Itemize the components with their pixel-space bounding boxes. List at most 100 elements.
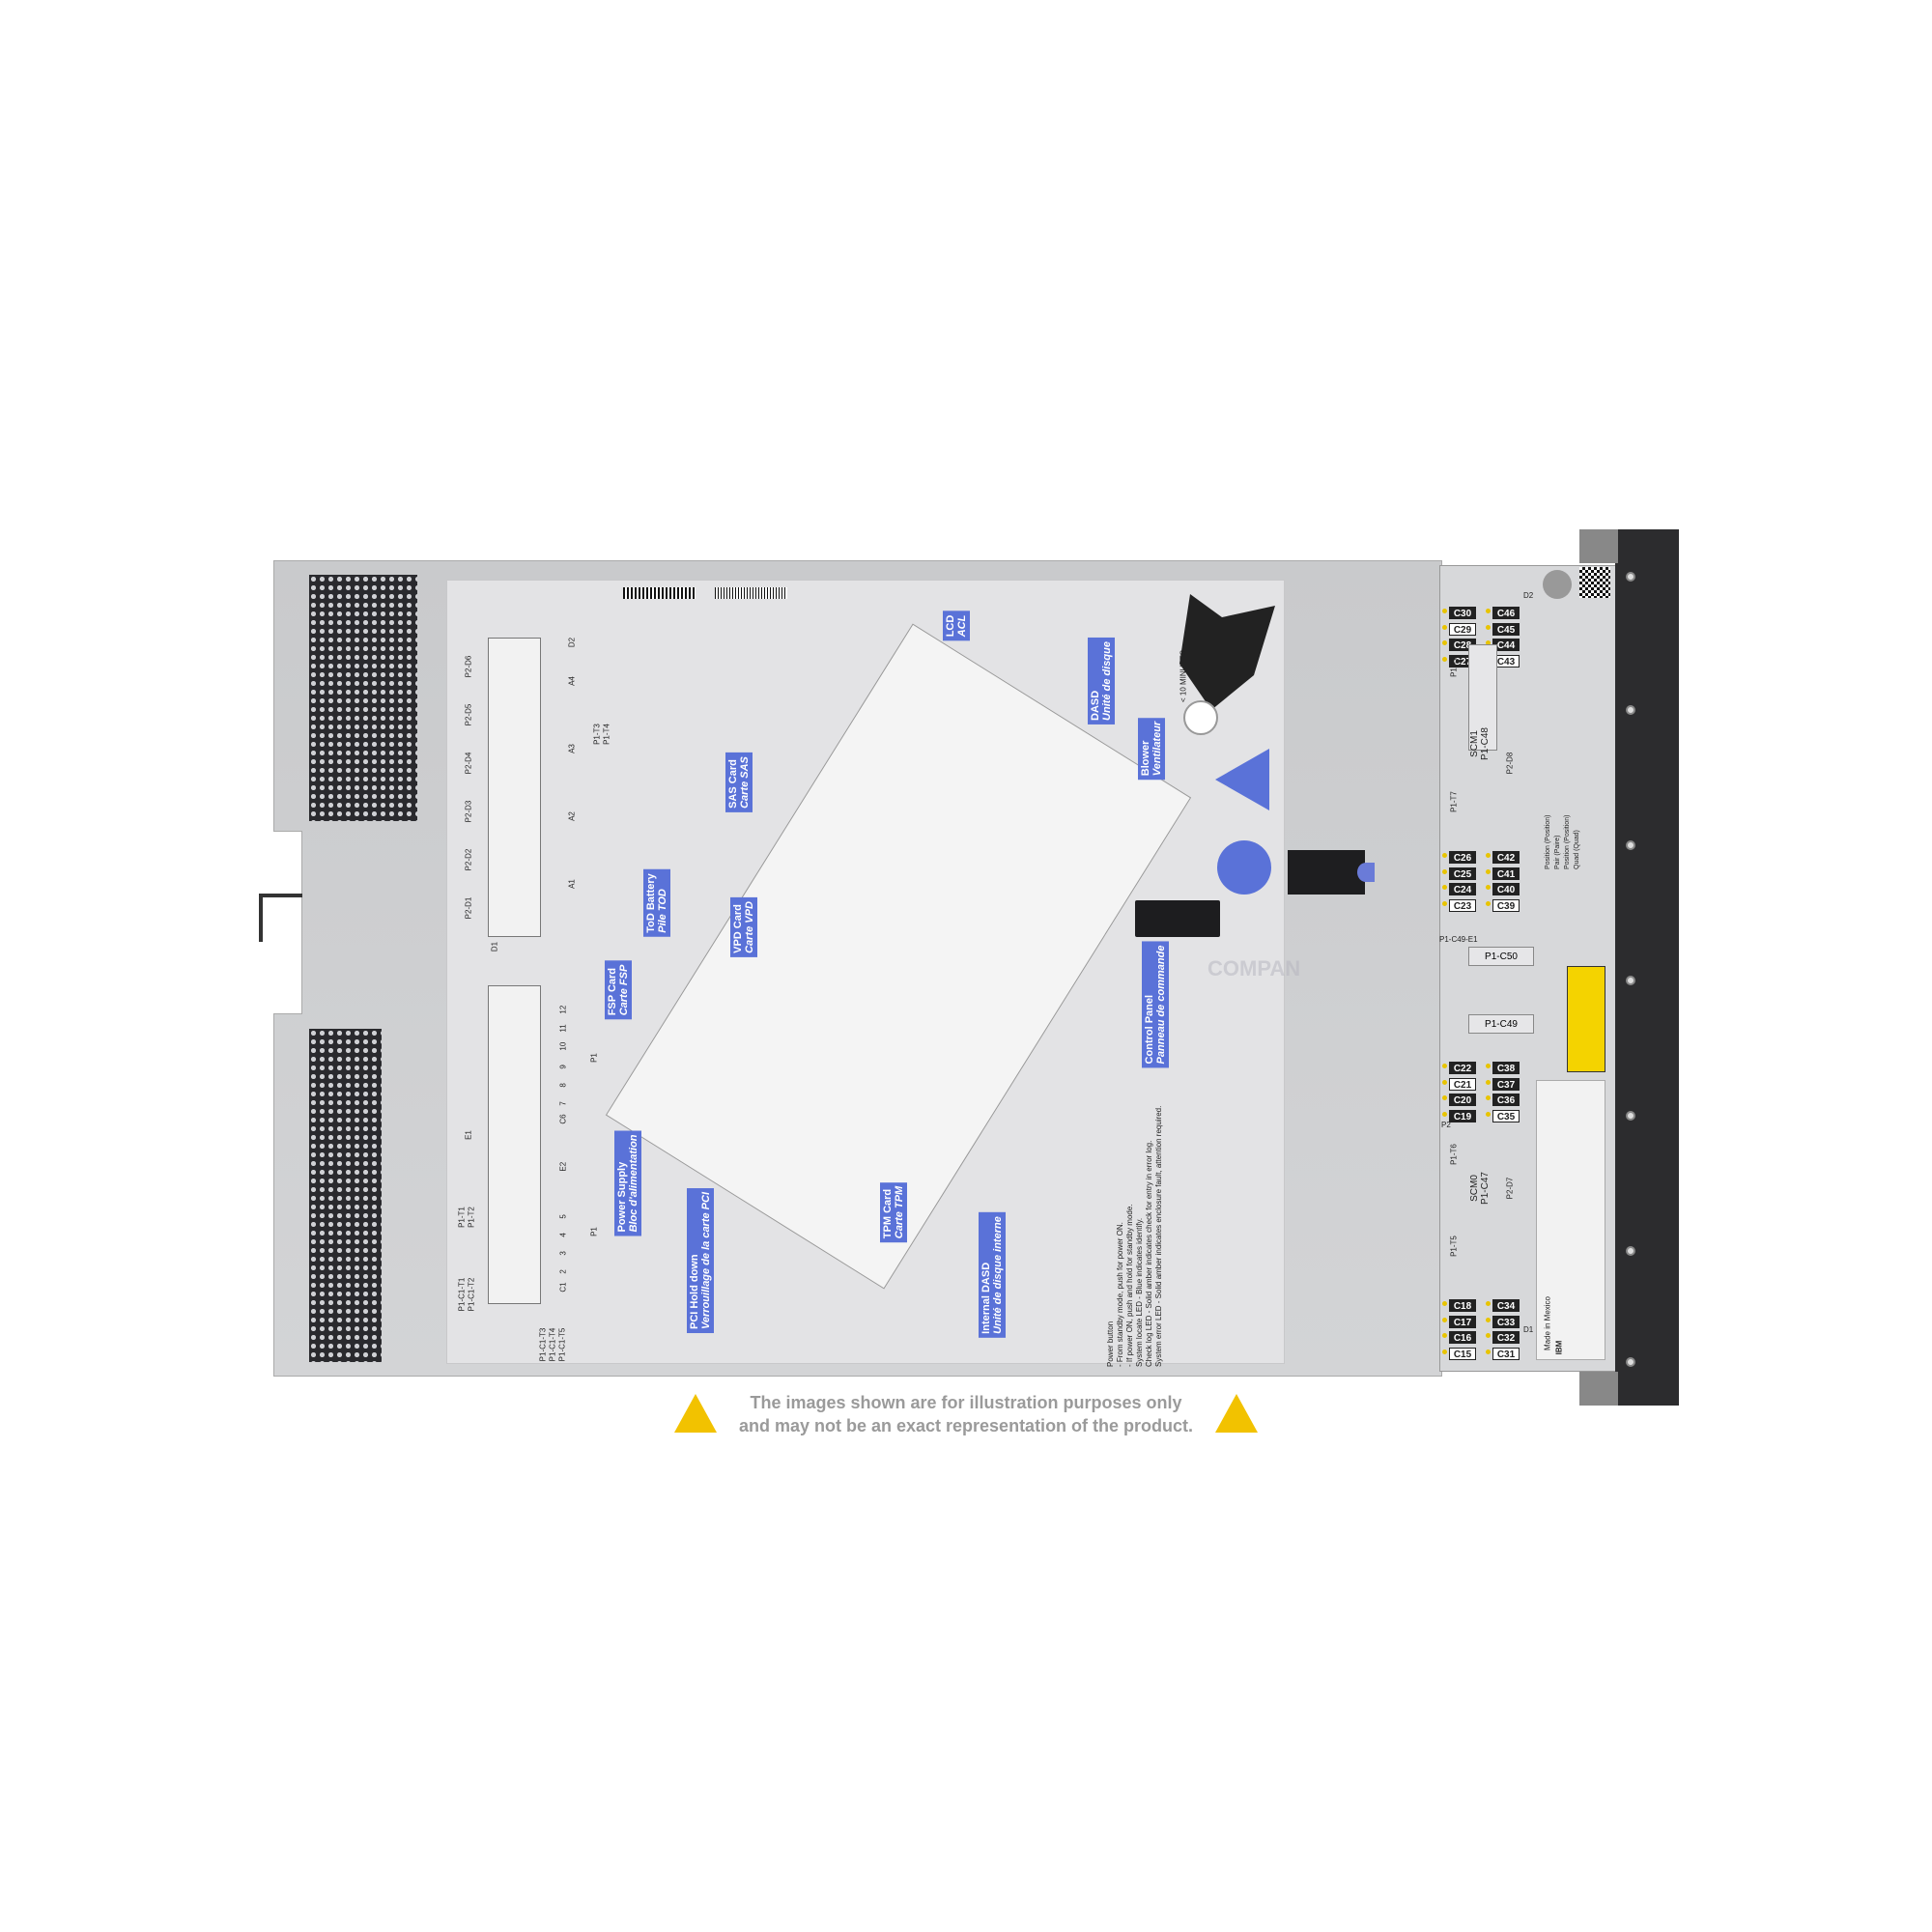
timer-text: < 10 MINUTES — [1179, 649, 1188, 703]
rack-ear-bottom — [1579, 1372, 1618, 1406]
rear-latch[interactable] — [259, 894, 302, 942]
label: P1 — [589, 1227, 599, 1236]
drive-label: P2-D5 — [464, 703, 473, 726]
label: P1 — [589, 1053, 599, 1063]
dimm-slot-label: C36 — [1492, 1094, 1520, 1106]
label: D1 — [490, 941, 499, 952]
led-indicator — [1486, 640, 1491, 645]
label: D2 — [567, 637, 577, 648]
tpm-label: P1-T6 — [1449, 1144, 1459, 1165]
led-indicator — [1486, 1095, 1491, 1100]
fan-label: A3 — [567, 744, 577, 753]
led-indicator — [1442, 868, 1447, 874]
front-bezel — [1615, 529, 1679, 1406]
watermark: COMPAN — [1208, 956, 1301, 980]
label: P1-C49-E1 — [1439, 935, 1478, 944]
label: P1-C1-T2 — [467, 1277, 476, 1312]
dimm-slot-label: C45 — [1492, 622, 1520, 636]
led-indicator — [1442, 853, 1447, 858]
label: P1-C1-T1 — [457, 1277, 467, 1312]
slot-numbers: C1 2 3 4 5 E2 C6 7 8 9 10 11 12 — [558, 1005, 568, 1293]
dimm-slot-label: C33 — [1492, 1315, 1520, 1328]
brand-logo: IBM — [1554, 1340, 1564, 1355]
control-panel-instructions: Power button - From standby mode, push f… — [1106, 1105, 1163, 1367]
label: P1-T3 — [592, 724, 602, 745]
led-indicator — [1442, 1301, 1447, 1306]
control-panel-graphic — [1135, 900, 1220, 937]
drive-label: P2-D6 — [464, 655, 473, 678]
led-indicator — [1442, 609, 1447, 613]
drive-label: P2-D8 — [1505, 752, 1515, 775]
led-indicator — [1486, 1079, 1491, 1085]
led-indicator — [1486, 900, 1491, 906]
led-indicator — [1486, 609, 1491, 613]
scm-socket — [1468, 644, 1497, 751]
service-icon — [1543, 570, 1572, 599]
tpm-label: P1-T5 — [1449, 1236, 1459, 1257]
dimm-slot-label: C29 — [1449, 622, 1476, 636]
fan-label: A2 — [567, 811, 577, 821]
dimm-slot-label: C43 — [1492, 654, 1520, 668]
chassis-notch — [273, 831, 302, 1014]
screw-icon — [1626, 1111, 1635, 1121]
release-latch[interactable] — [1357, 863, 1375, 882]
dimm-slot-label: C19 — [1449, 1109, 1476, 1122]
label: E1 — [464, 1130, 473, 1140]
dimm-slot-label: C21 — [1449, 1077, 1476, 1091]
dimm-slot-label: C15 — [1449, 1347, 1476, 1360]
rack-ear-top — [1579, 529, 1618, 563]
drive-label: P2-D1 — [464, 896, 473, 920]
dimm-slot-label: C20 — [1449, 1094, 1476, 1106]
dimm-plug-table: Position (Position)Pair (Paire)Position … — [1545, 814, 1580, 869]
drive-label: P2-D2 — [464, 848, 473, 871]
screw-icon — [1626, 1357, 1635, 1367]
led-indicator — [1486, 1111, 1491, 1117]
screw-icon — [1626, 976, 1635, 985]
led-indicator — [1442, 640, 1447, 645]
dimm-slot-label: C37 — [1492, 1077, 1520, 1091]
dimm-slot-label: C42 — [1492, 851, 1520, 864]
label: D2 — [1523, 591, 1534, 600]
dimm-slot-label: C24 — [1449, 883, 1476, 895]
dimm-slot-label: C46 — [1492, 607, 1520, 619]
dimm-slot-label: C26 — [1449, 851, 1476, 864]
screw-icon — [1626, 572, 1635, 582]
pci-slot-diagram — [488, 985, 541, 1304]
regulatory-label — [1536, 1080, 1605, 1360]
led-indicator — [1486, 1317, 1491, 1322]
led-indicator — [1486, 1301, 1491, 1306]
clock-icon — [1183, 700, 1218, 735]
led-indicator — [1486, 1349, 1491, 1354]
label: P1-C1-T5 — [557, 1327, 567, 1362]
dimm-slot-label: C30 — [1449, 607, 1476, 619]
label: P2 — [1441, 1121, 1451, 1129]
tpm-label: P1-T8 — [1449, 656, 1459, 677]
dimm-slot-label: C34 — [1492, 1299, 1520, 1312]
cover-release-handle[interactable] — [1288, 850, 1365, 895]
pcie-slot-c50: P1-C50 — [1468, 947, 1534, 966]
label: P1-T4 — [602, 724, 611, 745]
tpm-label: P1-T7 — [1449, 791, 1459, 812]
led-indicator — [1442, 1317, 1447, 1322]
pcie-slot-c49: P1-C49 — [1468, 1014, 1534, 1034]
led-indicator — [1486, 1333, 1491, 1338]
dimm-slot-label: C25 — [1449, 867, 1476, 880]
dimm-slot-label: C39 — [1492, 898, 1520, 912]
led-indicator — [1442, 1064, 1447, 1068]
made-in-text: Made in Mexico — [1543, 1295, 1552, 1351]
screw-icon — [1626, 705, 1635, 715]
warning-label — [1567, 966, 1605, 1072]
barcode — [715, 587, 787, 599]
dimm-slot-label: C23 — [1449, 898, 1476, 912]
dimm-slot-label: C22 — [1449, 1062, 1476, 1074]
